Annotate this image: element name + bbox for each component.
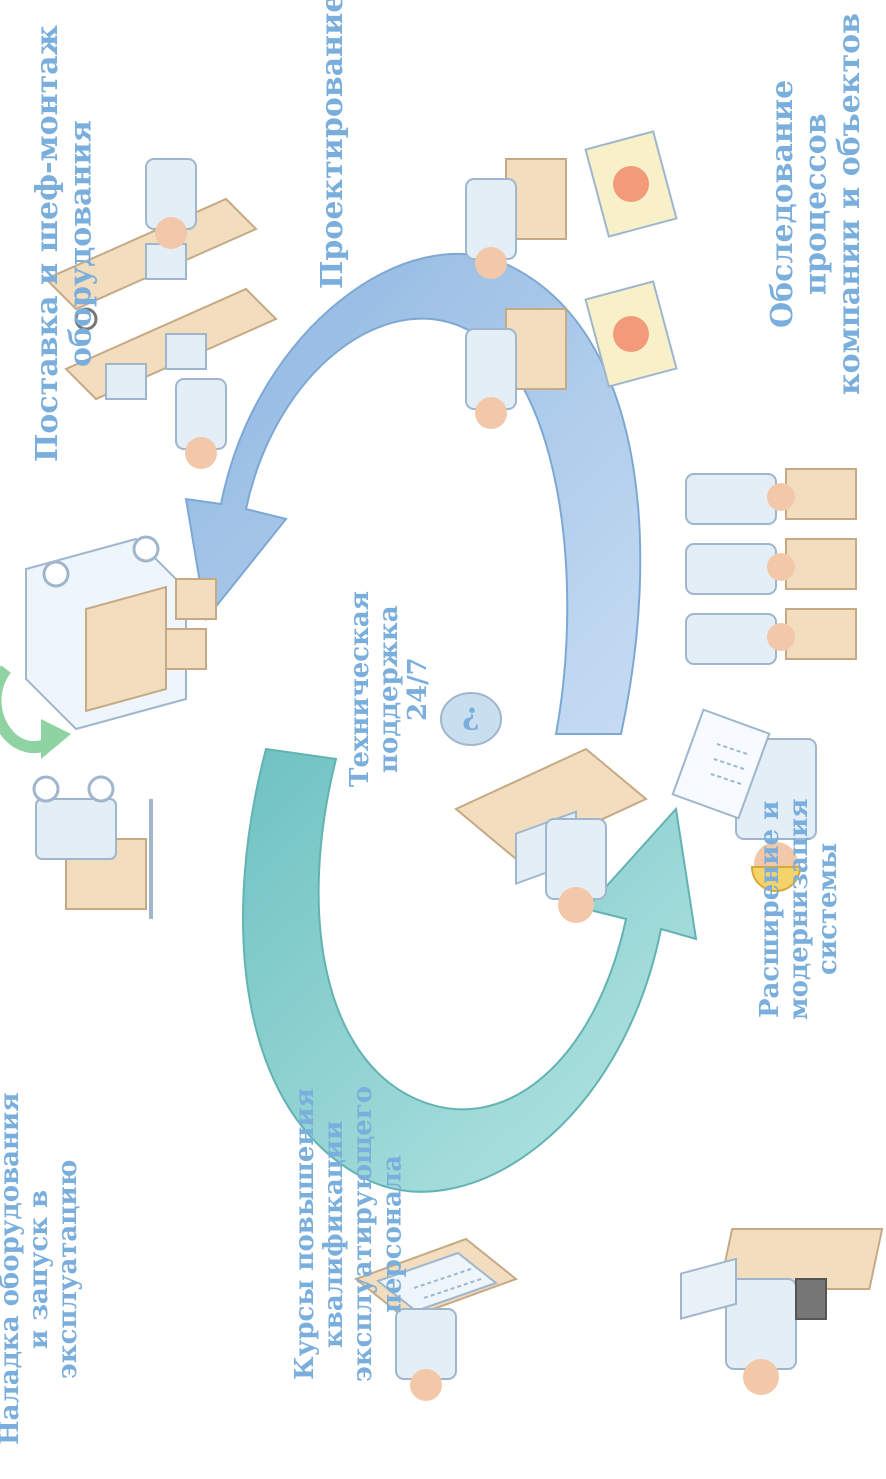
worker-team-icon xyxy=(685,468,857,665)
label-training-line3: эксплуатирующего xyxy=(348,1085,379,1383)
label-delivery: Поставка и шеф-монтаж оборудования xyxy=(30,9,131,479)
label-support: Техническая поддержка 24/7 xyxy=(345,539,466,839)
support-operator-icon: ? xyxy=(440,692,648,923)
engineer-hardhat-icon xyxy=(671,708,817,892)
trainer-chart-icon xyxy=(465,130,678,429)
label-expansion-line2: модернизация xyxy=(784,798,815,1020)
label-design-line1: Проектирование xyxy=(315,0,350,289)
label-commissioning-line2: и запуск в xyxy=(24,1189,55,1349)
label-research-line2: процессов xyxy=(798,113,834,295)
label-delivery-line1: Поставка и шеф-монтаж xyxy=(30,25,65,463)
label-research: Обследование процессов компании и объект… xyxy=(765,4,886,404)
delivery-truck-icon xyxy=(0,535,217,759)
label-design: Проектирование xyxy=(315,0,366,289)
label-support-line2: поддержка xyxy=(374,605,405,773)
label-training-line1: Курсы повышения xyxy=(290,1088,320,1380)
label-commissioning-line1: Наладка оборудования xyxy=(0,1092,25,1446)
lab-scientist-icon xyxy=(680,1228,884,1395)
label-expansion: Расширение и модернизация системы xyxy=(755,709,876,1109)
conveyor-worker-icon xyxy=(44,158,278,469)
label-support-line3: 24/7 xyxy=(403,657,434,721)
label-training: Курсы повышения квалификации эксплуатиру… xyxy=(290,999,451,1469)
label-training-line4: персонала xyxy=(377,1155,408,1313)
label-training-line2: квалификации xyxy=(319,1120,350,1348)
label-delivery-line2: оборудования xyxy=(63,120,99,368)
label-research-line1: Обследование xyxy=(765,79,800,329)
designer-desk-icon xyxy=(353,1237,519,1401)
label-commissioning: Наладка оборудования и запуск в эксплуат… xyxy=(0,1069,126,1469)
forklift-icon xyxy=(32,775,153,919)
svg-text:?: ? xyxy=(462,700,480,735)
label-expansion-line3: системы xyxy=(813,842,844,976)
label-research-line3: компании и объектов xyxy=(832,13,868,395)
label-commissioning-line3: эксплуатацию xyxy=(53,1159,84,1379)
label-expansion-line1: Расширение и xyxy=(755,800,785,1018)
label-support-line1: Техническая xyxy=(345,591,375,787)
